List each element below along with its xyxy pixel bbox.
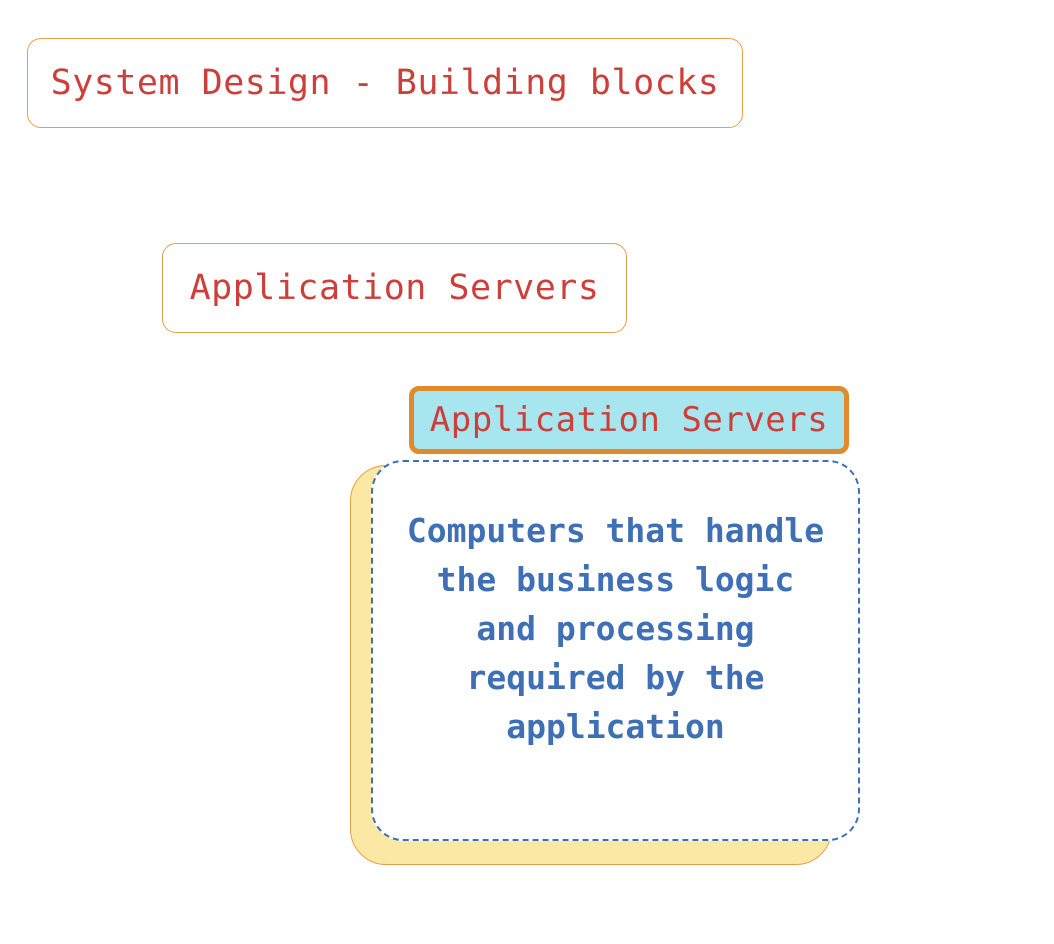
application-servers-node-label: Application Servers bbox=[189, 268, 600, 308]
card-description-box: Computers that handle the business logic… bbox=[371, 460, 860, 841]
card-header-label: Application Servers bbox=[429, 400, 829, 440]
card-description-text: Computers that handle the business logic… bbox=[406, 511, 825, 746]
application-servers-node: Application Servers bbox=[162, 243, 627, 333]
diagram-title-text: System Design - Building blocks bbox=[50, 63, 720, 103]
diagram-title: System Design - Building blocks bbox=[27, 38, 743, 128]
card-header: Application Servers bbox=[409, 386, 849, 454]
